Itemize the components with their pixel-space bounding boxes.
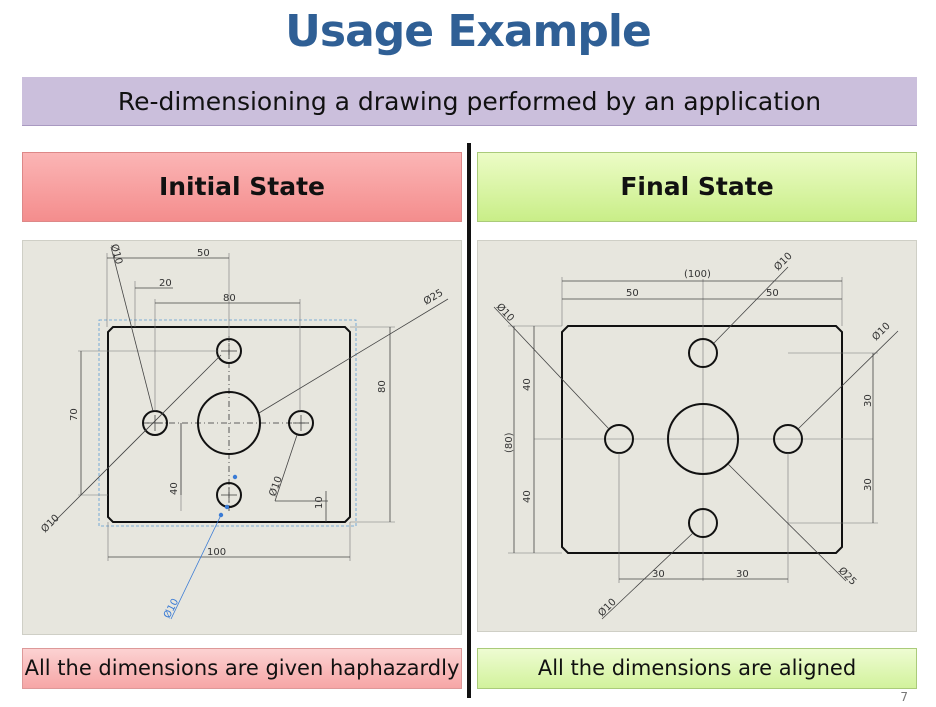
dim-50-left: 50 — [626, 288, 639, 299]
dim-20: 20 — [159, 278, 172, 289]
dim-40: 40 — [169, 482, 180, 495]
dim-100: 100 — [207, 547, 226, 558]
initial-state-header: Initial State — [22, 152, 462, 222]
initial-drawing: 50 20 80 80 70 40 10 100 Ø25 — [39, 243, 449, 621]
final-state-header: Final State — [477, 152, 917, 222]
dim-dia10-right: Ø10 — [267, 475, 285, 498]
dim-dia10-left-final: Ø10 — [494, 301, 517, 324]
dim-100-ref: (100) — [684, 269, 711, 280]
slide-subtitle: Re-dimensioning a drawing performed by a… — [22, 77, 917, 126]
dim-dia25-final: Ø25 — [836, 565, 859, 588]
dim-30-bottom-right: 30 — [736, 569, 749, 580]
dim-dia25: Ø25 — [421, 287, 445, 308]
center-divider — [467, 143, 471, 698]
slide-title: Usage Example — [285, 6, 652, 57]
dim-50: 50 — [197, 248, 210, 259]
page-number: 7 — [900, 690, 908, 704]
dim-30-right-top: 30 — [863, 394, 874, 407]
final-drawing: (100) 50 50 (80) 40 40 30 30 30 30 Ø10 Ø… — [493, 250, 899, 620]
dim-30-right-bottom: 30 — [863, 478, 874, 491]
dim-dia10-top: Ø10 — [108, 243, 125, 266]
initial-state-caption: All the dimensions are given haphazardly — [22, 648, 462, 689]
final-drawing-panel: (100) 50 50 (80) 40 40 30 30 30 30 Ø10 Ø… — [477, 240, 917, 632]
dim-10-vertical: 10 — [314, 496, 325, 509]
dim-40-bottom: 40 — [522, 490, 533, 503]
dim-70: 70 — [69, 408, 80, 421]
dim-30-bottom-left: 30 — [652, 569, 665, 580]
dim-40-top: 40 — [522, 378, 533, 391]
dim-dia10-bottom-final: Ø10 — [596, 596, 619, 619]
dim-dia10-left: Ø10 — [39, 512, 62, 535]
final-state-caption: All the dimensions are aligned — [477, 648, 917, 689]
initial-drawing-panel: 50 20 80 80 70 40 10 100 Ø25 — [22, 240, 462, 635]
dim-dia10-selected[interactable]: Ø10 — [161, 597, 181, 621]
dim-dia10-top-final: Ø10 — [772, 250, 795, 273]
dim-80-ref: (80) — [504, 432, 515, 453]
dim-80-horizontal: 80 — [223, 293, 236, 304]
dim-80-vertical: 80 — [377, 380, 388, 393]
dim-50-right: 50 — [766, 288, 779, 299]
